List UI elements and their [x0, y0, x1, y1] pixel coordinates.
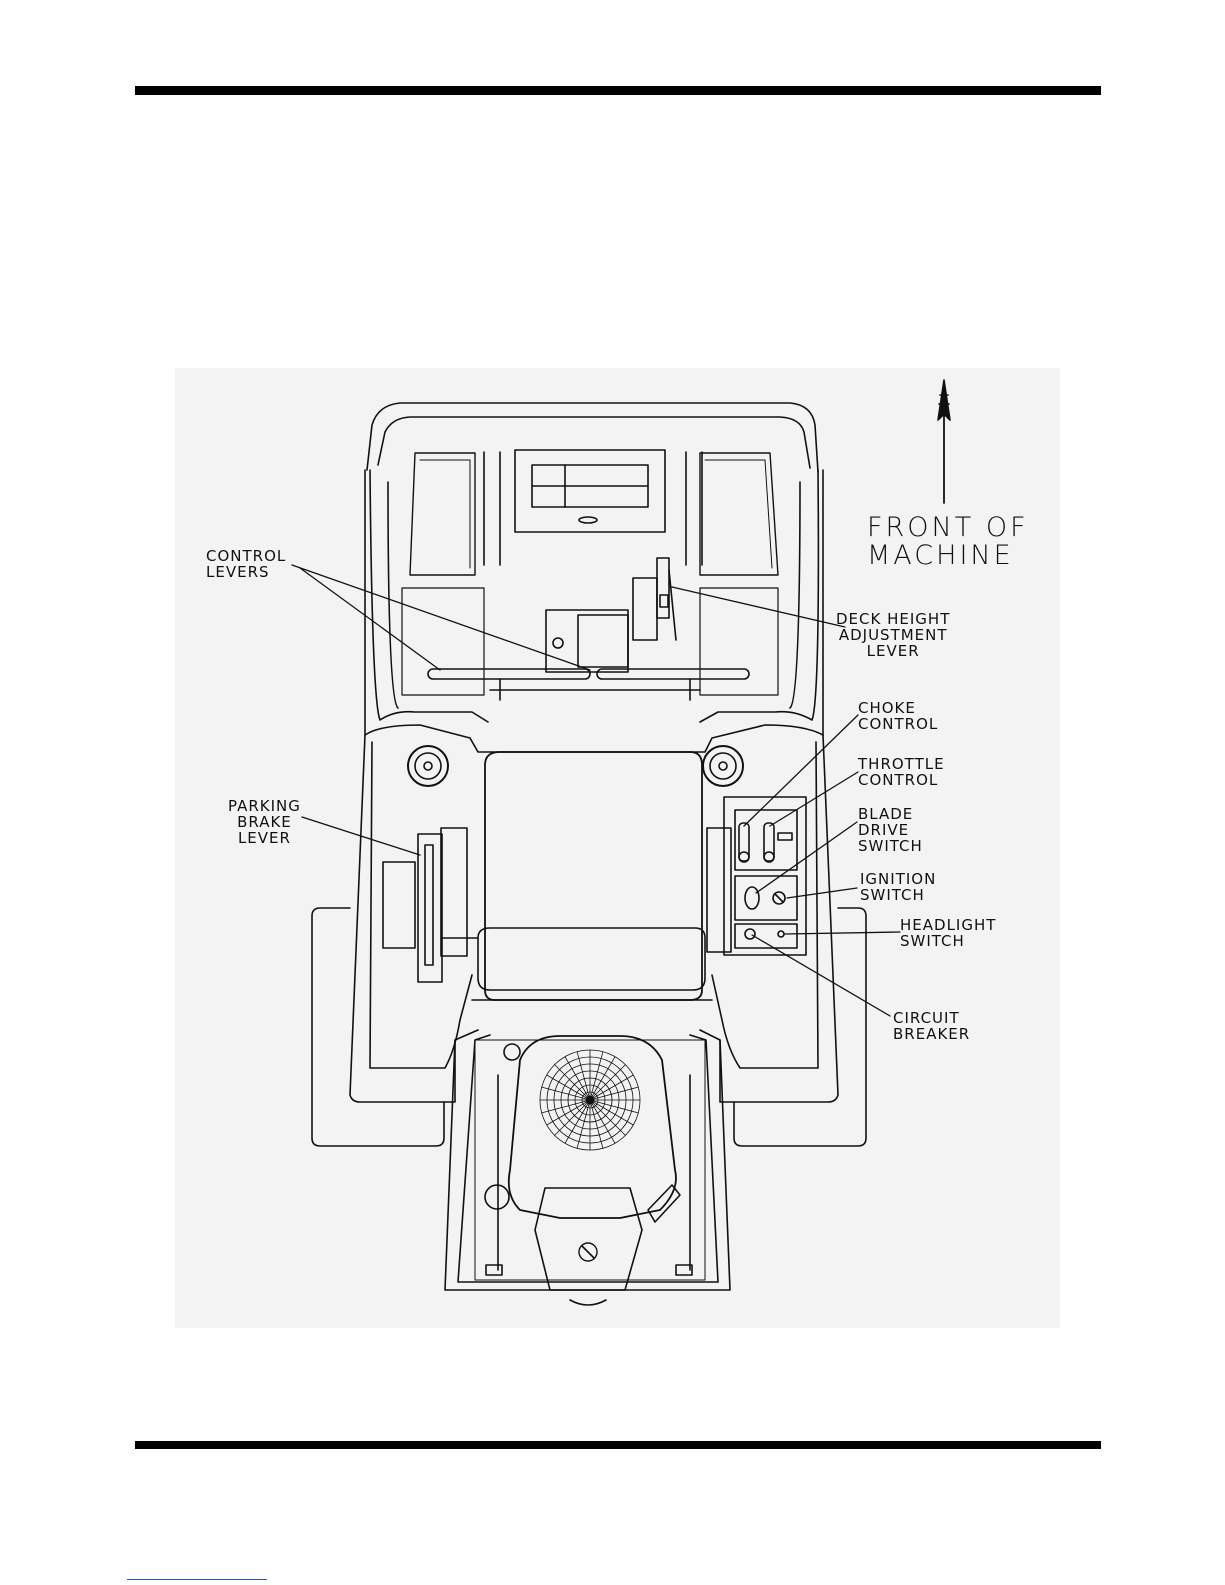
bottom-rule — [135, 1441, 1101, 1449]
parking-brake-label: PARKING BRAKE LEVER — [228, 798, 301, 846]
front-hood — [367, 403, 818, 472]
seat — [472, 752, 712, 1000]
ignition-switch-label: IGNITION SWITCH — [860, 871, 936, 903]
front-arrow — [938, 380, 950, 503]
rear-wheel-right — [734, 908, 866, 1146]
engine-cooling-grille — [540, 1050, 640, 1150]
throttle-control-label: THROTTLE CONTROL — [858, 756, 945, 788]
parking-brake-lever — [383, 828, 478, 982]
rear-fenders — [350, 725, 838, 1102]
fuel-cap-right — [703, 746, 743, 786]
control-panel — [707, 797, 806, 955]
blade-drive-switch-label: BLADE DRIVE SWITCH — [858, 806, 923, 854]
dash-box — [515, 450, 665, 532]
center-console — [546, 610, 628, 672]
headlight-switch-label: HEADLIGHT SWITCH — [900, 917, 996, 949]
choke-control-label: CHOKE CONTROL — [858, 700, 938, 732]
circuit-breaker-label: CIRCUIT BREAKER — [893, 1010, 970, 1042]
chassis-body — [365, 452, 823, 735]
fuel-cap-left — [408, 746, 448, 786]
deck-height-label: DECK HEIGHT ADJUSTMENT LEVER — [836, 611, 950, 659]
front-of-machine-label: FRONT OF MACHINE — [867, 514, 1029, 570]
control-levers-label: CONTROL LEVERS — [206, 548, 286, 580]
engine — [509, 1036, 680, 1305]
footer-link-underline — [127, 1579, 267, 1580]
deck-height-lever — [633, 558, 676, 640]
